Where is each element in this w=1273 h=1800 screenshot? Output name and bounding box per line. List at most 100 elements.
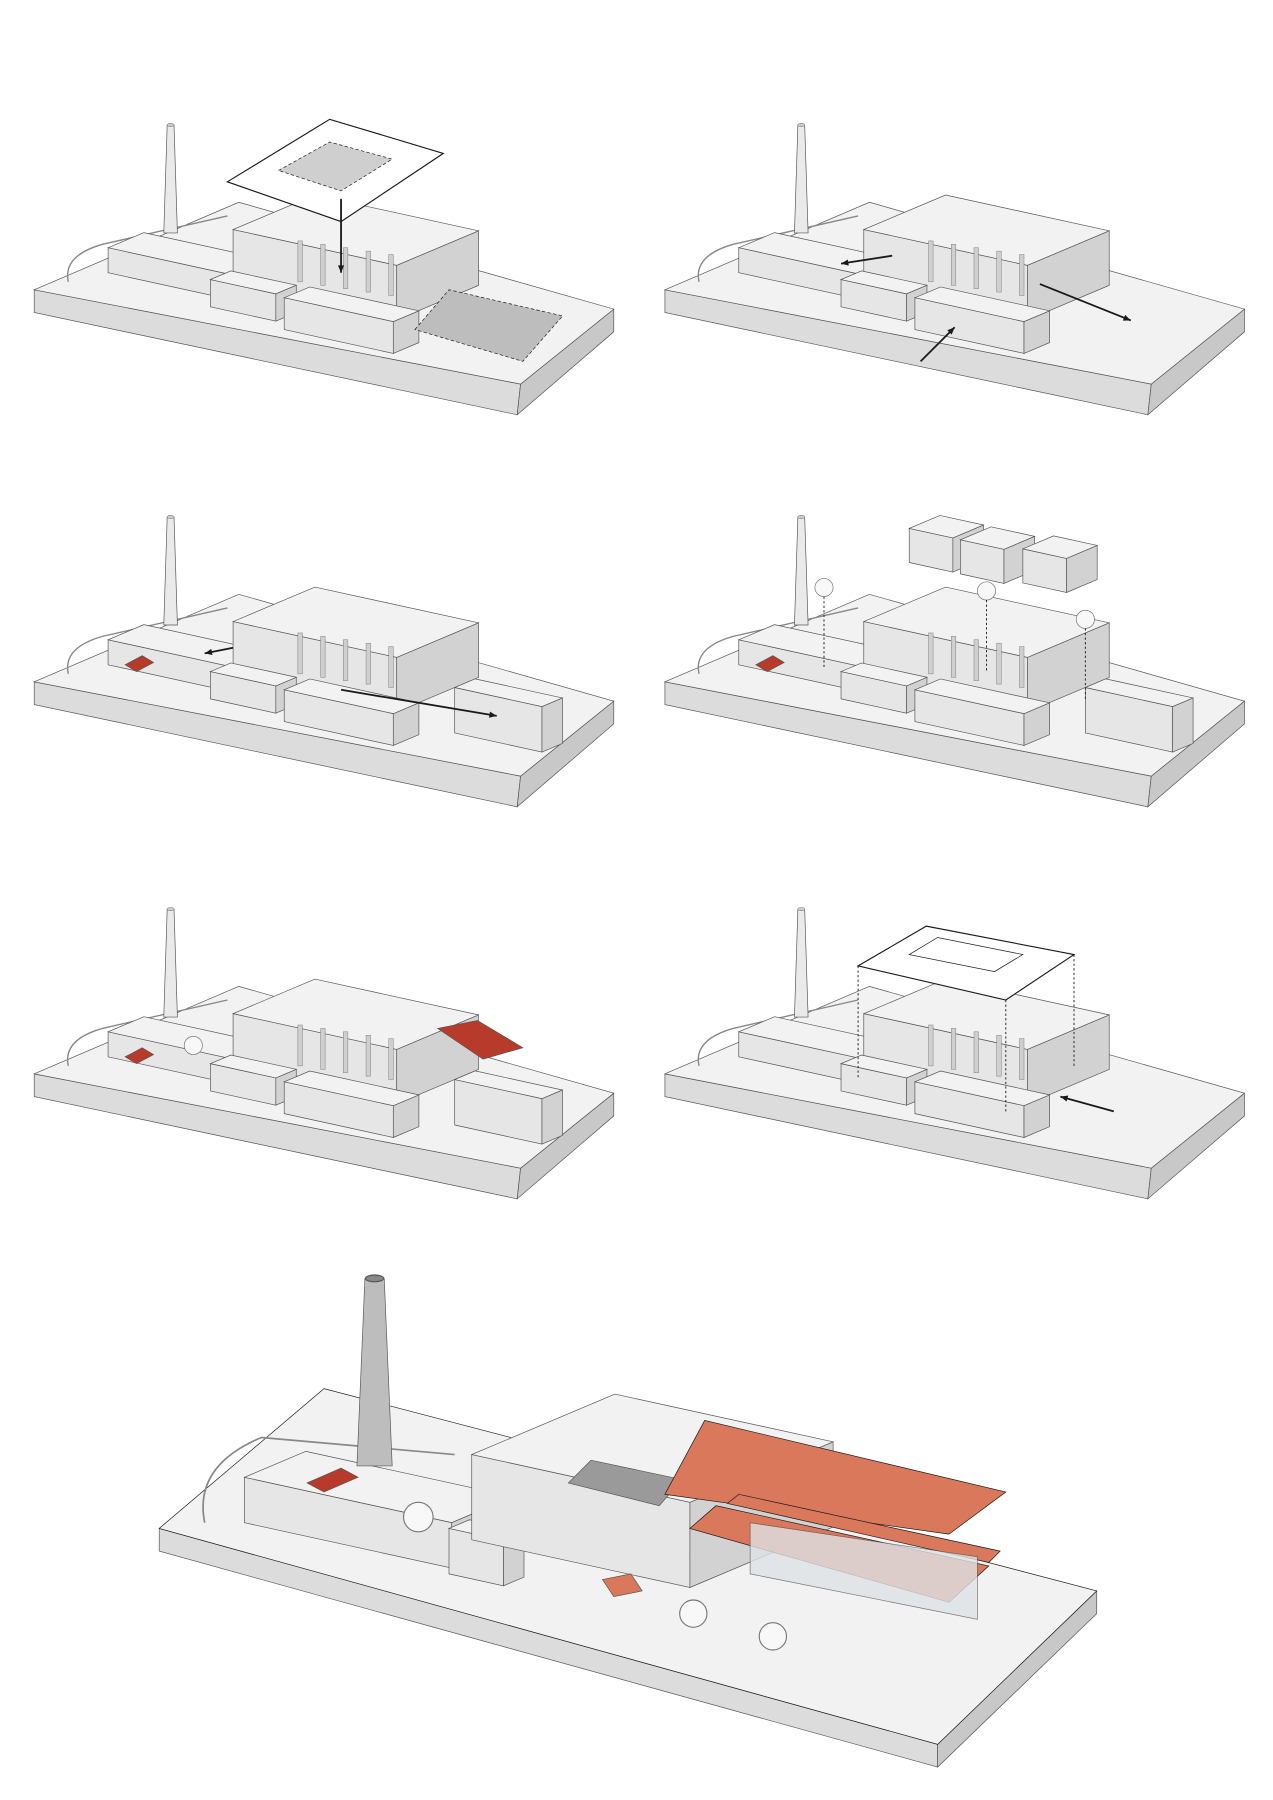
column — [343, 1031, 349, 1073]
column — [928, 1024, 934, 1067]
chimney-top — [797, 515, 805, 519]
roof-strip — [726, 1493, 1001, 1563]
arrow-icon — [1039, 283, 1132, 322]
chimney — [163, 124, 178, 234]
column — [1019, 254, 1025, 296]
block-top-face — [862, 586, 1111, 658]
block-top-face — [862, 194, 1111, 266]
arrow-icon — [1060, 1095, 1115, 1113]
sphere — [814, 578, 834, 597]
glazed-facade — [749, 1522, 978, 1620]
block-top-face — [959, 526, 1036, 550]
chimney-top — [797, 907, 805, 911]
arrow-shaft — [919, 326, 956, 363]
curved-wall — [66, 215, 228, 282]
column — [996, 250, 1002, 293]
column — [928, 240, 934, 283]
site-model-panel-3 — [33, 515, 615, 808]
arrow-icon — [204, 646, 234, 656]
site-model-panel-4 — [663, 515, 1246, 808]
east-wall-frames — [453, 1070, 564, 1145]
block-top-face — [1021, 535, 1099, 559]
east-wall-frames — [1084, 678, 1195, 753]
column — [996, 1035, 1002, 1077]
small-annex — [209, 1054, 298, 1106]
column — [973, 247, 979, 289]
arrow-icon — [340, 688, 497, 718]
sphere — [977, 581, 996, 601]
block-top-face — [862, 978, 1111, 1050]
curved-wall — [66, 999, 228, 1067]
column — [973, 639, 979, 681]
curved-wall — [697, 999, 859, 1067]
block-top-face — [209, 1054, 298, 1079]
dashed-footprint — [277, 141, 394, 192]
red-seating-stepped — [436, 1020, 524, 1060]
arrow-head — [488, 711, 497, 718]
arrow-head — [337, 265, 345, 273]
column — [365, 250, 371, 293]
arrow-shaft — [340, 688, 497, 717]
column — [1019, 646, 1025, 688]
red-seating — [755, 655, 785, 672]
chimney-top — [364, 1274, 385, 1283]
chimney-top — [166, 907, 175, 911]
chimney — [163, 908, 178, 1018]
site-model-panel-6 — [663, 907, 1246, 1200]
column — [1019, 1038, 1025, 1080]
block-top-face — [839, 270, 929, 295]
arrow-head — [204, 648, 213, 656]
column — [343, 247, 349, 289]
block-top-face — [209, 270, 298, 295]
sphere — [402, 1501, 434, 1533]
red-seating — [124, 655, 155, 672]
block-top-face — [283, 286, 421, 322]
block-side-face — [1172, 697, 1194, 753]
arrow-head — [1060, 1095, 1069, 1102]
red-seating — [306, 1467, 359, 1493]
chimney — [163, 516, 178, 626]
chimney-top — [797, 123, 805, 127]
block-top-face — [913, 286, 1051, 322]
arrow-icon — [919, 326, 956, 363]
block-top-face — [453, 1070, 564, 1099]
column — [388, 1038, 394, 1080]
hovering-box — [1021, 535, 1099, 594]
column — [951, 1028, 957, 1070]
block-side-face — [541, 697, 563, 753]
dashed-plaza — [414, 289, 564, 362]
sphere — [1075, 609, 1095, 629]
column — [973, 1031, 979, 1073]
chimney-top — [166, 123, 175, 127]
arrow-shaft — [1060, 1095, 1115, 1113]
column — [996, 642, 1002, 685]
curved-wall — [202, 1436, 455, 1523]
column — [388, 646, 394, 688]
column — [320, 636, 326, 678]
column — [928, 632, 934, 675]
block-top-face — [1084, 678, 1195, 707]
chimney — [794, 516, 809, 626]
block-top-face — [839, 662, 929, 687]
column — [951, 636, 957, 678]
site-model-panel-5 — [33, 907, 615, 1200]
column — [297, 240, 303, 283]
block-side-face — [541, 1089, 563, 1145]
arrow-shaft — [840, 254, 893, 265]
column — [320, 1028, 326, 1070]
arrow-head — [841, 259, 849, 266]
block-top-face — [209, 662, 298, 687]
block-top-face — [231, 194, 480, 266]
frame-opening — [908, 937, 1024, 972]
chimney — [794, 124, 809, 234]
arrow-head — [947, 327, 955, 335]
curved-wall — [66, 607, 228, 675]
column — [320, 244, 326, 286]
arrow-icon — [337, 198, 345, 273]
chimney — [356, 1278, 393, 1467]
column — [365, 642, 371, 685]
block-top-face — [283, 1070, 421, 1107]
curved-wall — [697, 607, 859, 675]
arrow-head — [1122, 314, 1131, 321]
block-top-face — [908, 515, 985, 539]
